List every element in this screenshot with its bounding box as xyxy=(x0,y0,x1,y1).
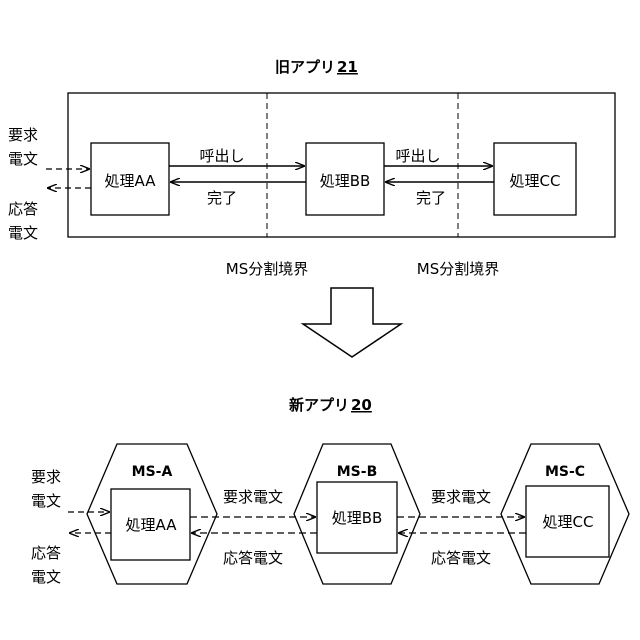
transition-down-arrow xyxy=(303,288,401,357)
old-app-title: 旧アプリ xyxy=(275,58,335,76)
old-app-number: 21 xyxy=(337,58,358,76)
done-label-1: 完了 xyxy=(207,189,237,207)
old-response-label-line2: 電文 xyxy=(8,224,38,242)
ms-a-label: MS-A xyxy=(132,464,173,480)
new-request-label-line1: 要求 xyxy=(31,468,61,486)
done-label-2: 完了 xyxy=(416,189,446,207)
old-proc-bb-label: 処理BB xyxy=(320,172,371,190)
new-app-section: 新アプリ 20 MS-A MS-B MS-C 処理AA 処理BB 処理CC 要求… xyxy=(31,396,629,586)
old-request-label-line1: 要求 xyxy=(8,126,38,144)
new-request-label-line2: 電文 xyxy=(31,492,61,510)
ms-c-label: MS-C xyxy=(545,464,585,480)
request-msg-label-1: 要求電文 xyxy=(223,488,283,506)
new-proc-aa-label: 処理AA xyxy=(126,516,178,534)
old-response-label-line1: 応答 xyxy=(8,200,38,218)
new-app-number: 20 xyxy=(351,396,372,414)
ms-boundary-label-1: MS分割境界 xyxy=(226,260,308,278)
new-app-title: 新アプリ xyxy=(289,396,349,414)
old-request-label-line2: 電文 xyxy=(8,150,38,168)
call-label-2: 呼出し xyxy=(395,147,440,165)
response-msg-label-2: 応答電文 xyxy=(431,549,491,567)
old-proc-cc-label: 処理CC xyxy=(510,172,561,190)
ms-boundary-label-2: MS分割境界 xyxy=(417,260,499,278)
old-app-section: 旧アプリ 21 処理AA 処理BB 処理CC 呼出し 完了 呼出し 完了 要求 … xyxy=(8,58,615,278)
new-response-label-line2: 電文 xyxy=(31,568,61,586)
response-msg-label-1: 応答電文 xyxy=(223,549,283,567)
new-proc-bb-label: 処理BB xyxy=(332,509,383,527)
request-msg-label-2: 要求電文 xyxy=(431,488,491,506)
ms-b-label: MS-B xyxy=(337,464,378,480)
call-label-1: 呼出し xyxy=(199,147,244,165)
new-proc-cc-label: 処理CC xyxy=(543,513,594,531)
old-proc-aa-label: 処理AA xyxy=(105,172,157,190)
new-response-label-line1: 応答 xyxy=(31,544,61,562)
